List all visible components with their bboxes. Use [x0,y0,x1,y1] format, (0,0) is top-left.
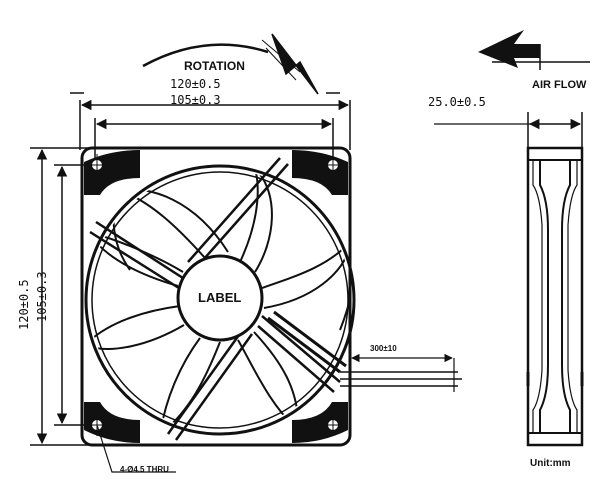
outer-height-label: 120±0.5 [17,279,31,330]
lead-length-label: 300±10 [370,344,397,353]
hub [176,254,264,342]
rotation-arrow-icon [271,33,319,95]
lead-wires [267,310,462,387]
thickness-label: 25.0±0.5 [428,95,486,109]
outer-width-label: 120±0.5 [170,77,221,91]
airflow-arrow-icon [478,30,540,68]
frame-struts [89,157,341,441]
hole-pitch-height-label: 105±0.3 [35,271,49,322]
hole-spec-label: 4-Ø4.5 THRU [120,465,169,474]
airflow-label: AIR FLOW [532,79,587,91]
hole-pitch-width-label: 105±0.3 [170,93,221,107]
rotation-label: ROTATION [184,59,245,73]
hole-leader-line [96,424,176,473]
rotation-arc [142,43,269,68]
side-view [434,30,590,447]
side-profile-frame [526,146,584,447]
fan-opening [84,164,356,436]
hub-label: LABEL [198,290,241,305]
unit-label: Unit:mm [530,458,571,469]
front-view [30,33,462,473]
